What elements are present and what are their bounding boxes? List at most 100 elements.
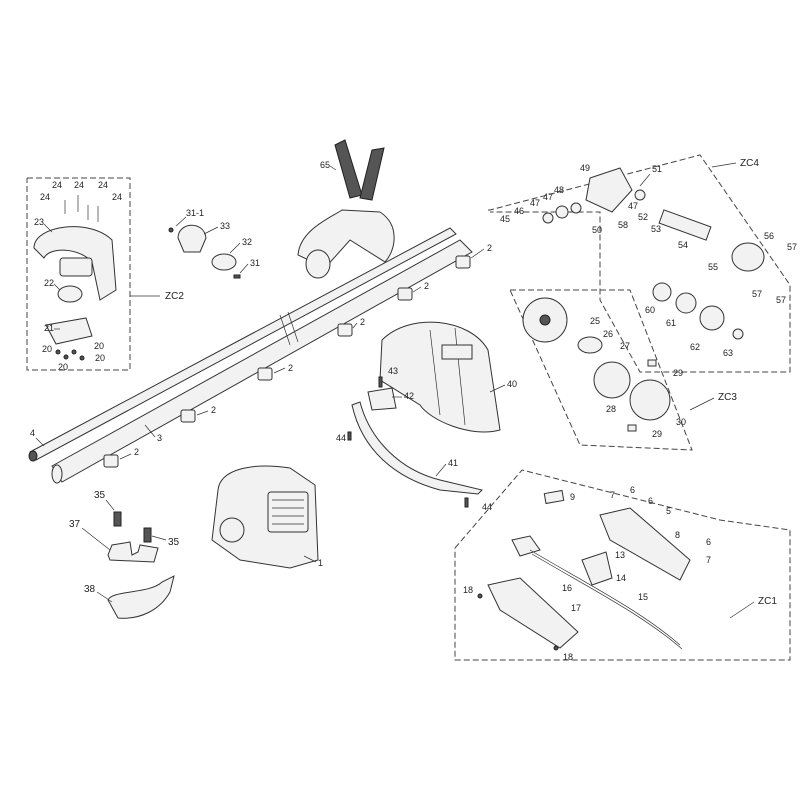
label-27: 27	[620, 341, 630, 351]
label-31-1: 31-1	[186, 208, 204, 218]
label-32: 32	[242, 237, 252, 247]
label-42: 42	[404, 391, 414, 401]
label-18a: 18	[463, 585, 473, 595]
label-14: 14	[616, 573, 626, 583]
leader-35a	[105, 499, 115, 511]
label-41: 41	[448, 458, 458, 468]
leader-2c	[273, 367, 286, 374]
label-22: 22	[44, 278, 54, 288]
label-4: 4	[30, 428, 35, 438]
label-29b: 29	[652, 429, 662, 439]
label-57a: 57	[787, 242, 797, 252]
label-2d: 2	[360, 317, 365, 327]
label-20b: 20	[94, 341, 104, 351]
leader-32	[229, 242, 241, 254]
label-58: 58	[618, 220, 628, 230]
leader-35b	[151, 535, 167, 541]
label-24b: 24	[74, 180, 84, 190]
label-2f: 2	[487, 243, 492, 253]
label-6a: 6	[630, 485, 635, 495]
leader-51	[639, 173, 651, 187]
label-46: 46	[514, 206, 524, 216]
label-62: 62	[690, 342, 700, 352]
label-44b: 44	[482, 502, 492, 512]
label-31: 31	[250, 258, 260, 268]
label-24c: 24	[98, 180, 108, 190]
leader-37	[81, 527, 111, 551]
throttle-handle	[477, 489, 691, 651]
clamp-assembly	[168, 224, 241, 279]
label-5: 5	[666, 506, 671, 516]
label-47b: 47	[543, 192, 553, 202]
leader-22	[53, 283, 61, 291]
leader-23	[43, 223, 53, 233]
label-28: 28	[606, 404, 616, 414]
leader-2b	[196, 410, 209, 416]
gear-head	[542, 167, 765, 340]
outer-tube	[51, 239, 473, 484]
label-17: 17	[571, 603, 581, 613]
guard-extension	[351, 401, 483, 495]
leader-3	[144, 424, 156, 438]
tube-break-mark-1	[279, 314, 291, 346]
engine-bracket	[107, 511, 175, 619]
label-57b: 57	[752, 289, 762, 299]
label-35b: 35	[168, 537, 180, 548]
label-49: 49	[580, 163, 590, 173]
label-9: 9	[570, 492, 575, 502]
label-7b: 7	[706, 555, 711, 565]
zc1-leader	[729, 601, 755, 619]
leader-33	[203, 226, 219, 235]
label-6b: 6	[648, 496, 653, 506]
label-56: 56	[764, 231, 774, 241]
label-24d: 24	[40, 192, 50, 202]
label-2a: 2	[134, 447, 139, 457]
label-20d: 20	[95, 353, 105, 363]
zc3-label: ZC3	[718, 392, 737, 403]
label-25: 25	[590, 316, 600, 326]
label-51: 51	[652, 164, 662, 174]
leader-2e	[412, 286, 422, 293]
label-43: 43	[388, 366, 398, 376]
zc4-leader	[711, 162, 737, 168]
leader-2f	[470, 248, 485, 259]
label-53: 53	[651, 224, 661, 234]
label-2b: 2	[211, 405, 216, 415]
label-35a: 35	[94, 490, 106, 501]
leader-1	[303, 555, 317, 563]
label-1: 1	[318, 558, 323, 568]
label-2c: 2	[288, 363, 293, 373]
label-47a: 47	[530, 198, 540, 208]
zc4-label: ZC4	[740, 158, 759, 169]
leader-31	[239, 263, 249, 274]
zc3-leader	[689, 397, 715, 411]
leader-31-1	[175, 216, 187, 227]
leader-65	[329, 165, 337, 171]
guard	[379, 321, 501, 433]
leader-2d	[352, 322, 358, 329]
bushings	[103, 255, 471, 468]
loop-handle	[33, 195, 117, 361]
zc2-label: ZC2	[165, 291, 184, 302]
label-13: 13	[615, 550, 625, 560]
label-52: 52	[638, 212, 648, 222]
leader-40	[489, 384, 506, 393]
label-65: 65	[320, 160, 330, 170]
label-21: 21	[44, 323, 54, 333]
label-26: 26	[603, 329, 613, 339]
label-6c: 6	[706, 537, 711, 547]
zc2-outline	[26, 177, 131, 371]
label-63: 63	[723, 348, 733, 358]
zc1-label: ZC1	[758, 596, 777, 607]
label-57c: 57	[776, 295, 786, 305]
label-20a: 20	[42, 344, 52, 354]
zc1-outline	[454, 469, 791, 661]
label-60: 60	[645, 305, 655, 315]
leader-38	[96, 591, 113, 603]
label-8: 8	[675, 530, 680, 540]
label-44a: 44	[336, 433, 346, 443]
leader-2a	[119, 453, 132, 460]
label-29a: 29	[673, 368, 683, 378]
label-2e: 2	[424, 281, 429, 291]
